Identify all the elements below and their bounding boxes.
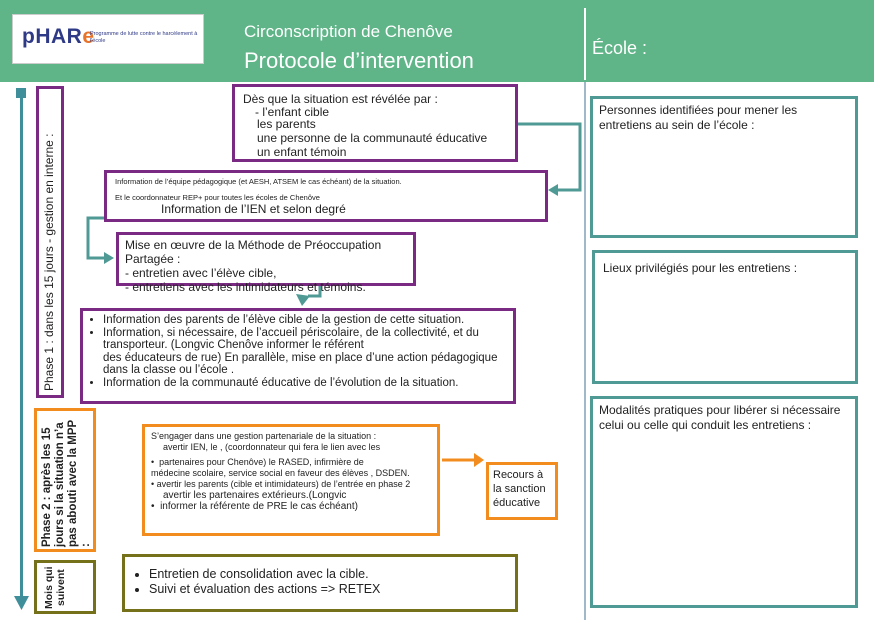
lieux-text: Lieux privilégiés pour les entretiens : — [603, 261, 798, 275]
partner-line6: avertir les partenaires extérieurs.(Long… — [163, 490, 347, 501]
mpp-line1: Mise en œuvre de la Méthode de Préoccupa… — [125, 238, 382, 266]
arrow-information-to-mpp — [86, 216, 106, 260]
recours-text: Recours à la sanction éducative — [493, 469, 546, 509]
mpp-box: Mise en œuvre de la Méthode de Préoccupa… — [116, 232, 416, 294]
mpp-line2: - entretien avec l’élève cible, — [125, 266, 277, 280]
revelation-box: Dès que la situation est révélée par : -… — [232, 84, 518, 162]
information-line3: Information de l’IEN et selon degré — [161, 202, 346, 216]
logo-subtitle: Programme de lutte contre le harcèlement… — [90, 31, 198, 44]
timeline-arrow — [14, 88, 29, 610]
partner-line2: avertir IEN, le , (coordonnateur qui fer… — [163, 442, 381, 452]
partner-line4: médecine scolaire, service social en fav… — [151, 468, 410, 478]
ecole-label: École : — [592, 38, 648, 58]
title-circonscription: Circonscription de Chenôve — [244, 22, 453, 41]
modalites-box: Modalités pratiques pour libérer si néce… — [590, 396, 858, 608]
partner-line7: • informer la référente de PRE le cas éc… — [151, 501, 358, 512]
recours-box: Recours à la sanction éducative — [486, 462, 558, 520]
arrow-mpp-to-actions — [308, 286, 322, 298]
arrow-head — [104, 252, 114, 264]
action-item: Information des parents de l’élève cible… — [103, 314, 509, 327]
mpp-line3: - entretiens avec les intimidateurs et t… — [125, 280, 366, 294]
header-divider — [584, 8, 586, 80]
revelation-item: une personne de la communauté éducative — [257, 131, 488, 145]
arrow-head — [296, 294, 310, 306]
arrow-revelation-to-information — [518, 122, 582, 192]
information-line1: Information de l’équipe pédagogique (et … — [115, 177, 402, 186]
action-item: Information de la communauté éducative d… — [103, 377, 509, 390]
personnes-box: Personnes identifiées pour mener les ent… — [590, 96, 858, 238]
action-item-cont: des éducateurs de rue) En parallèle, mis… — [103, 351, 498, 377]
information-line2: Et le coordonnateur REP+ pour toutes les… — [115, 193, 320, 202]
partner-line5: • avertir les parents (cible et intimida… — [151, 479, 411, 489]
suivi-box: Entretien de consolidation avec la cible… — [122, 554, 518, 612]
phase1-label-box: Phase 1 : dans les 15 jours - gestion en… — [36, 86, 64, 398]
revelation-item: les parents — [257, 117, 316, 131]
modalites-text: Modalités pratiques pour libérer si néce… — [599, 403, 841, 432]
suivi-item: Entretien de consolidation avec la cible… — [149, 567, 507, 582]
revelation-item: un enfant témoin — [257, 145, 347, 159]
arrow-head — [548, 184, 558, 196]
partner-line1: S’engager dans une gestion partenariale … — [151, 431, 377, 441]
phase2-label-box: Phase 2 : après les 15 jours si la situa… — [34, 408, 96, 552]
actions-box: Information des parents de l’élève cible… — [80, 308, 516, 404]
revelation-item: - l’enfant cible — [255, 105, 330, 119]
revelation-intro: Dès que la situation est révélée par : — [243, 92, 438, 106]
arrow-partner-to-recours — [442, 453, 484, 467]
personnes-text: Personnes identifiées pour mener les ent… — [599, 103, 798, 132]
information-box: Information de l’équipe pédagogique (et … — [104, 170, 548, 222]
suivi-label-box: Mois qui suivent — [34, 560, 96, 614]
suivi-label: Mois qui suivent — [43, 566, 67, 610]
logo-text: pHARe — [22, 25, 95, 48]
partner-box: S’engager dans une gestion partenariale … — [142, 424, 440, 536]
phase2-label: Phase 2 : après les 15 jours si la situa… — [41, 420, 92, 547]
action-item: Information, si nécessaire, de l’accueil… — [103, 327, 509, 352]
title-protocole: Protocole d’intervention — [244, 48, 474, 73]
lieux-box: Lieux privilégiés pour les entretiens : — [592, 250, 858, 384]
phare-logo — [12, 14, 204, 64]
partner-line3: • partenaires pour Chenôve) le RASED, in… — [151, 457, 364, 467]
column-separator — [584, 82, 586, 620]
suivi-item: Suivi et évaluation des actions => RETEX — [149, 582, 507, 597]
